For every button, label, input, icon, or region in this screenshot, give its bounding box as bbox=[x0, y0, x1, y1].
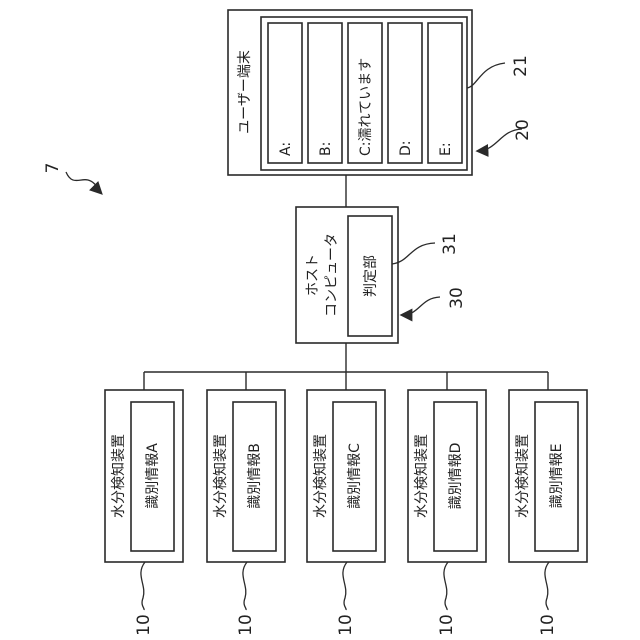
moisture-detector: 水分検知装置 識別情報D 10 bbox=[408, 372, 486, 636]
ref-20: 20 bbox=[513, 119, 533, 141]
moisture-detector: 水分検知装置 識別情報B 10 bbox=[207, 372, 285, 636]
identification-info-label: 識別情報C bbox=[347, 443, 363, 509]
figure-ref-label: 7 bbox=[43, 163, 63, 174]
ref-10: 10 bbox=[134, 614, 154, 636]
display-slot-text: B: bbox=[318, 142, 334, 156]
ref-10: 10 bbox=[336, 614, 356, 636]
moisture-detector-label: 水分検知装置 bbox=[212, 434, 229, 518]
moisture-detector: 水分検知装置 識別情報E 10 bbox=[509, 372, 587, 636]
user-terminal-label: ユーザー端末 bbox=[237, 50, 253, 134]
identification-info-label: 識別情報B bbox=[247, 443, 263, 509]
host-computer: ホスト コンピュータ 判定部 bbox=[296, 207, 398, 343]
ref-10: 10 bbox=[437, 614, 457, 636]
ref-10: 10 bbox=[538, 614, 558, 636]
host-label-line2: コンピュータ bbox=[324, 233, 340, 317]
ref-30-arrow bbox=[402, 297, 440, 315]
identification-info-label: 識別情報D bbox=[448, 443, 464, 510]
ref-10-leader bbox=[141, 562, 145, 610]
ref-10: 10 bbox=[236, 614, 256, 636]
display-slot-text: D: bbox=[398, 141, 414, 157]
ref-10-leader bbox=[444, 562, 448, 610]
identification-info-label: 識別情報E bbox=[549, 444, 565, 509]
display-slot-text: A: bbox=[278, 142, 294, 156]
figure-ref-arrow bbox=[66, 172, 101, 193]
display-slot bbox=[428, 23, 462, 163]
ref-21: 21 bbox=[511, 55, 531, 77]
ref-10-leader bbox=[545, 562, 549, 610]
display-slot-text: E: bbox=[438, 142, 454, 156]
moisture-detector: 水分検知装置 識別情報C 10 bbox=[307, 372, 385, 636]
moisture-detector: 水分検知装置 識別情報A 10 bbox=[105, 372, 183, 636]
ref-10-leader bbox=[343, 562, 347, 610]
host-label-line1: ホスト bbox=[305, 254, 321, 296]
ref-31: 31 bbox=[440, 233, 460, 255]
display-slot-text: C:濡れています bbox=[358, 58, 374, 156]
moisture-detector-label: 水分検知装置 bbox=[312, 434, 329, 518]
judgment-unit-label: 判定部 bbox=[363, 255, 379, 297]
moisture-detector-label: 水分検知装置 bbox=[110, 434, 127, 518]
ref-10-leader bbox=[243, 562, 247, 610]
moisture-detector-label: 水分検知装置 bbox=[514, 434, 531, 518]
ref-30: 30 bbox=[447, 287, 467, 309]
moisture-detector-label: 水分検知装置 bbox=[413, 434, 430, 518]
user-terminal: ユーザー端末 A: B: C:濡れています D: E: bbox=[228, 10, 472, 175]
identification-info-label: 識別情報A bbox=[145, 443, 161, 509]
